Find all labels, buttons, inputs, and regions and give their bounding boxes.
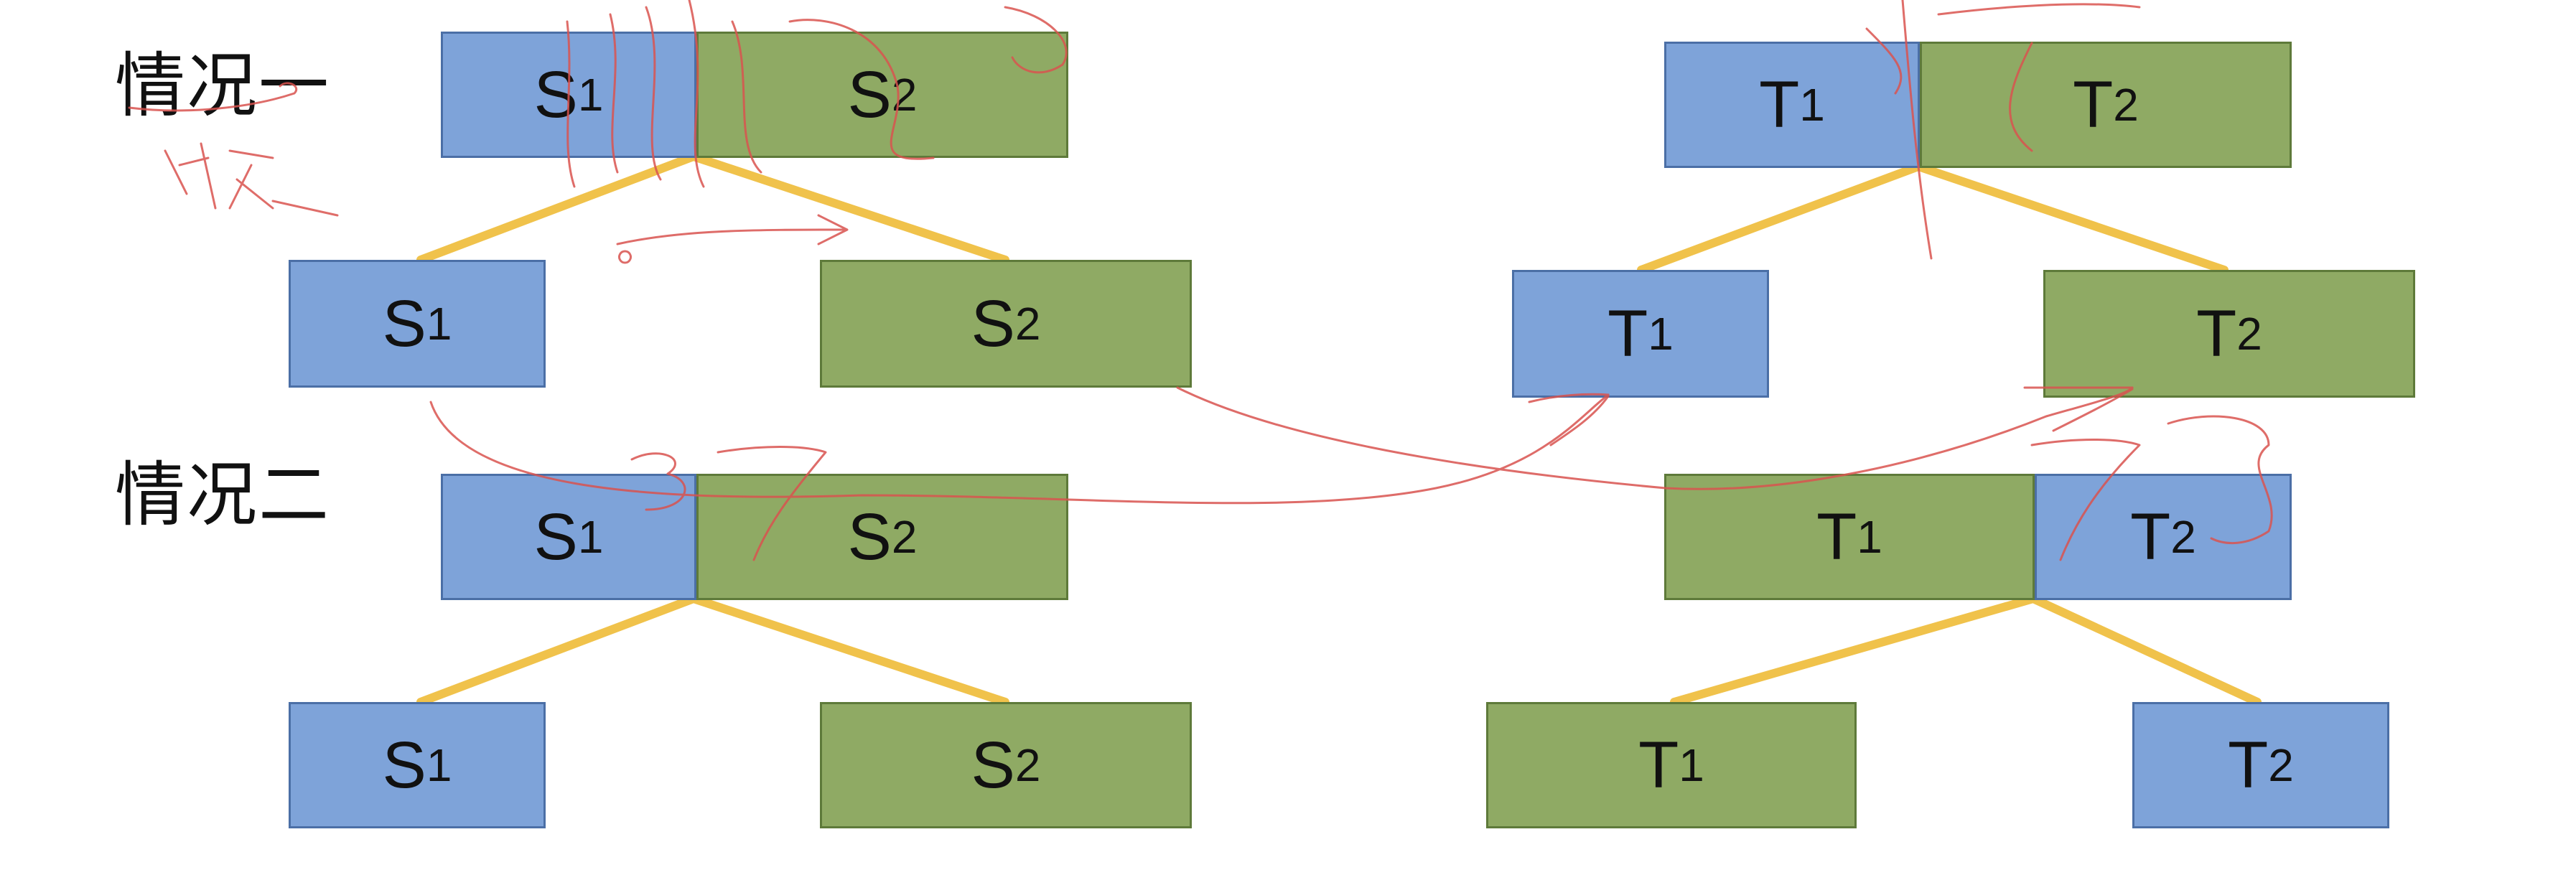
case2-label: 情况二 bbox=[115, 454, 331, 536]
case1-label: 情况一 bbox=[115, 45, 331, 127]
box-letter: S bbox=[847, 500, 892, 574]
box-letter: T bbox=[2130, 500, 2171, 574]
box-letter: T bbox=[2228, 729, 2269, 802]
box-letter: T bbox=[2073, 68, 2114, 141]
case2-right-connector-left bbox=[1670, 594, 2038, 706]
case1-right-connector-right bbox=[1914, 162, 2229, 274]
case2-left-connector-left bbox=[416, 594, 698, 706]
case2-left-connector-right bbox=[689, 594, 1009, 706]
box-letter: T bbox=[1638, 729, 1679, 802]
box-letter: S bbox=[847, 58, 892, 131]
box-letter: T bbox=[2196, 297, 2237, 370]
box-letter: T bbox=[1607, 297, 1648, 370]
case1-left-connector-right bbox=[689, 152, 1009, 264]
box-letter: S bbox=[533, 500, 578, 574]
case1-left-connector-left bbox=[416, 152, 698, 264]
box-letter: S bbox=[971, 729, 1015, 802]
box-letter: T bbox=[1816, 500, 1857, 574]
box-letter: S bbox=[382, 287, 426, 360]
case2-right-connector-right bbox=[2029, 594, 2262, 706]
box-letter: T bbox=[1759, 68, 1800, 141]
box-letter: S bbox=[382, 729, 426, 802]
box-letter: S bbox=[533, 58, 578, 131]
case1-right-connector-left bbox=[1637, 162, 1923, 274]
box-letter: S bbox=[971, 287, 1015, 360]
